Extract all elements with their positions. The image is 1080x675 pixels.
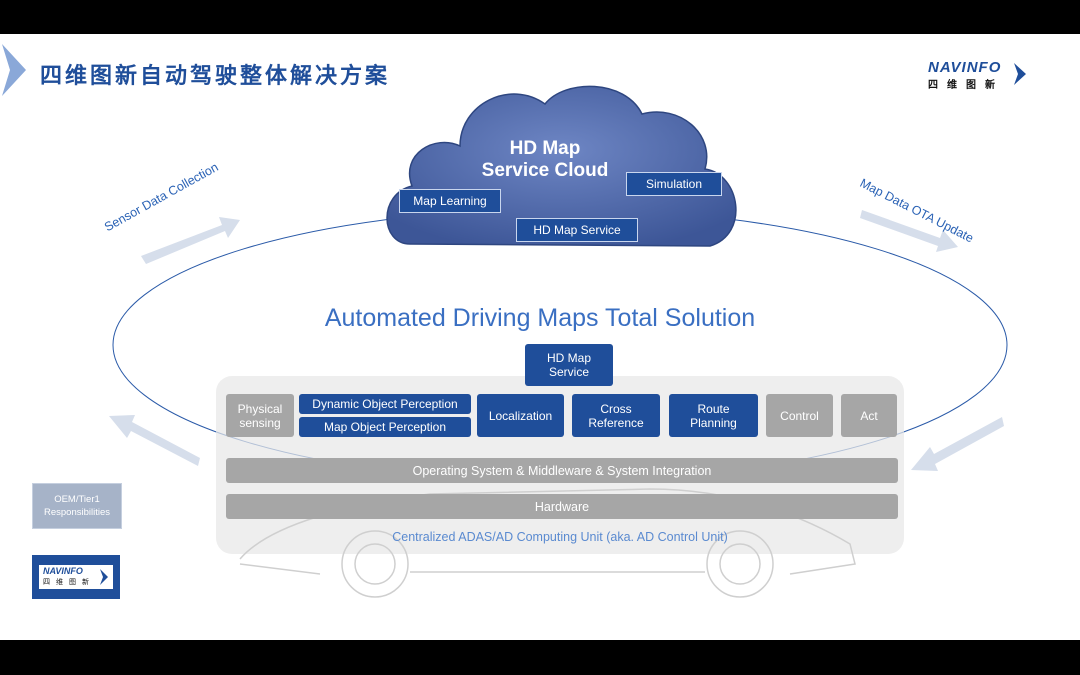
legend-oem-line2: Responsibilities <box>43 507 110 518</box>
logo-sub: 四维图新 <box>928 80 1004 91</box>
right-return-arrow-icon <box>911 417 1004 471</box>
localization-box: Localization <box>477 394 564 437</box>
legend-logo-sub: 四维图新 <box>43 578 95 586</box>
hd-map-service-cloud-box: HD Map Service <box>516 218 638 242</box>
hd-map-service-line2: Service <box>548 365 589 379</box>
legend-oem-line1: OEM/Tier1 <box>54 494 100 505</box>
hardware-bar: Hardware <box>226 494 898 519</box>
dynamic-object-perception-box: Dynamic Object Perception <box>299 394 471 414</box>
cloud-title-line2: Service Cloud <box>481 160 609 181</box>
legend-logo-inner: NAVINFO 四维图新 <box>39 565 113 589</box>
car-silhouette-icon <box>239 488 856 598</box>
route-line2: Planning <box>690 415 737 430</box>
legend-logo-chevron-icon <box>100 569 108 585</box>
map-learning-box: Map Learning <box>399 189 501 213</box>
sensor-arrow-icon <box>141 217 240 264</box>
logo-brand: NAVINFO <box>928 59 1002 76</box>
hd-map-service-box: HD Map Service <box>525 344 613 386</box>
physical-line2: sensing <box>239 415 281 430</box>
cycle-ellipse <box>109 208 1008 482</box>
slide: 四维图新自动驾驶整体解决方案 NAVINFO 四维图新 HD Ma <box>0 34 1080 640</box>
cross-reference-box: Cross Reference <box>572 394 660 437</box>
left-return-arrow-icon <box>109 415 200 466</box>
legend-oem-tier1: OEM/Tier1 Responsibilities <box>32 483 122 529</box>
legend-logo-brand: NAVINFO <box>43 566 83 576</box>
logo-chevron-icon <box>1014 63 1026 85</box>
ota-arrow-icon <box>860 210 958 252</box>
physical-sensing-box: Physical sensing <box>226 394 294 437</box>
control-box: Control <box>766 394 833 437</box>
hd-map-service-line1: HD Map <box>546 351 591 365</box>
cloud-title: HD Map Service Cloud <box>430 138 660 182</box>
route-planning-box: Route Planning <box>669 394 758 437</box>
legend-navinfo: NAVINFO 四维图新 <box>32 555 120 599</box>
simulation-box: Simulation <box>626 172 722 196</box>
chevron-decoration-icon <box>2 44 26 96</box>
physical-line1: Physical <box>237 401 283 416</box>
cloud-title-line1: HD Map <box>509 138 581 159</box>
solution-title: Automated Driving Maps Total Solution <box>324 304 756 332</box>
os-middleware-bar: Operating System & Middleware & System I… <box>226 458 898 483</box>
navinfo-logo: NAVINFO 四维图新 <box>926 59 1036 95</box>
act-box: Act <box>841 394 897 437</box>
route-line1: Route <box>697 401 730 416</box>
cross-line1: Cross <box>600 401 632 416</box>
map-object-perception-box: Map Object Perception <box>299 417 471 437</box>
cross-line2: Reference <box>588 415 644 430</box>
computing-unit-label: Centralized ADAS/AD Computing Unit (aka.… <box>392 530 728 544</box>
page-title: 四维图新自动驾驶整体解决方案 <box>40 64 391 89</box>
